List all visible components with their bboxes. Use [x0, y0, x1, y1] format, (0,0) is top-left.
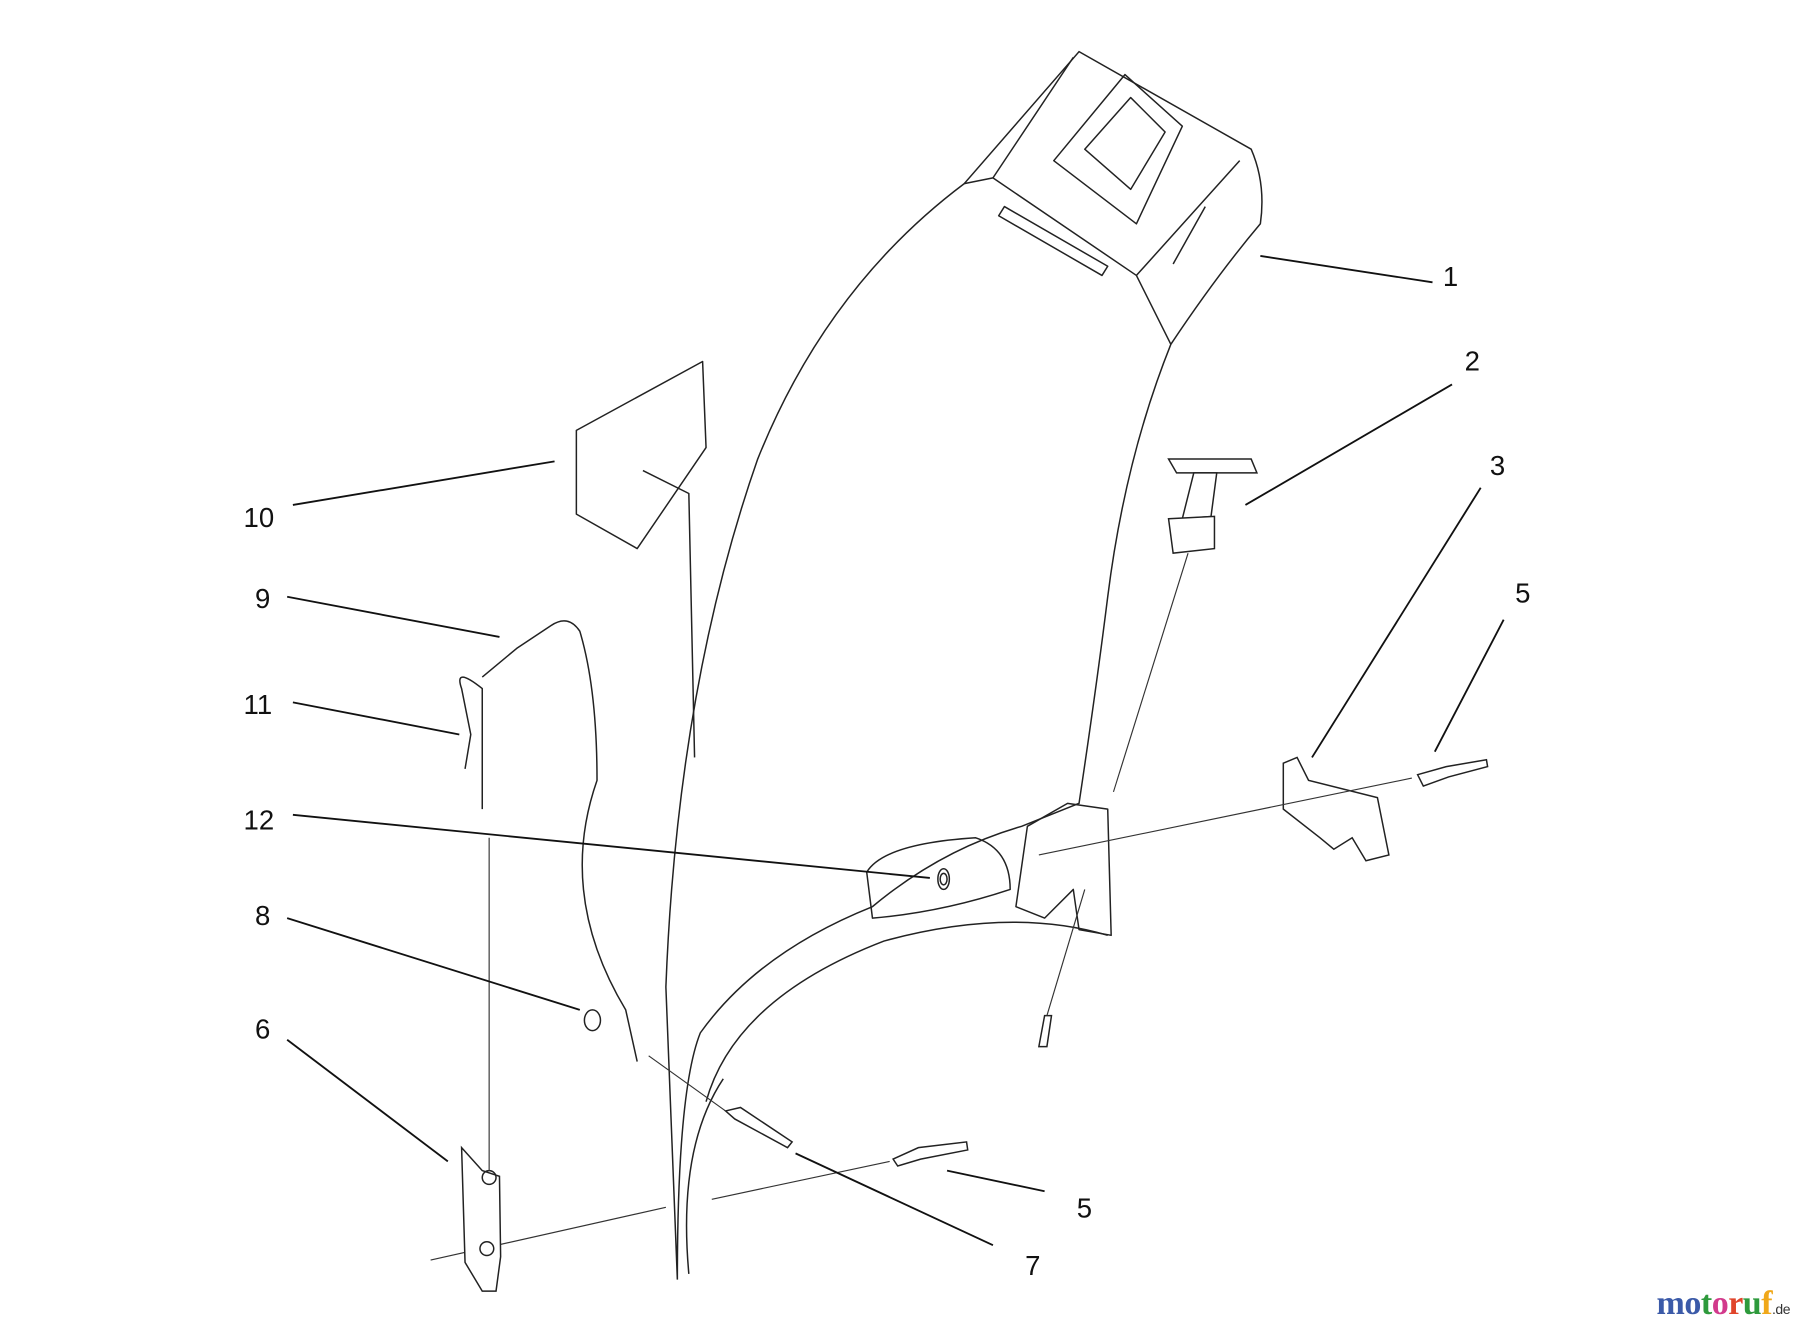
handle-part-2 [1112, 458, 1259, 793]
callout-3: 3 [1490, 450, 1505, 481]
pin-part-7 [723, 1106, 794, 1149]
watermark-letter: o [1684, 1285, 1701, 1322]
watermark-text: motoruf [1657, 1285, 1773, 1322]
callout-5b: 5 [1077, 1193, 1092, 1224]
callout-9: 9 [255, 583, 270, 614]
rivet-part-5-right [1038, 758, 1489, 856]
leader-lines [286, 255, 1505, 1247]
callout-12: 12 [244, 805, 275, 836]
callout-11: 11 [244, 689, 273, 720]
chute-part-1 [642, 50, 1263, 1280]
watermark-suffix: .de [1772, 1301, 1790, 1317]
watermark-letter: u [1742, 1285, 1762, 1322]
rivet-part-5-bottom [430, 1141, 969, 1261]
watermark-letter: o [1711, 1285, 1729, 1322]
callout-2: 2 [1465, 346, 1480, 377]
cable-part-9 [481, 620, 638, 1062]
watermark-letter: r [1728, 1285, 1743, 1322]
watermark-letter: t [1700, 1285, 1712, 1322]
watermark-letter: f [1761, 1285, 1773, 1322]
grommet-part-12 [939, 872, 948, 886]
bracket-part-3 [1282, 756, 1390, 862]
decal-part-10 [575, 360, 707, 550]
callout-5: 5 [1515, 578, 1530, 609]
callout-7: 7 [1025, 1250, 1040, 1281]
callout-6: 6 [255, 1014, 270, 1045]
washer-part-8 [583, 1009, 602, 1032]
callout-1: 1 [1443, 261, 1458, 292]
watermark-logo: motoruf.de [1657, 1285, 1791, 1323]
watermark-letter: m [1656, 1285, 1685, 1322]
callout-10: 10 [244, 502, 275, 533]
clip-part-11 [459, 676, 484, 810]
hinge-part-6 [460, 1145, 502, 1292]
callout-8: 8 [255, 900, 270, 931]
